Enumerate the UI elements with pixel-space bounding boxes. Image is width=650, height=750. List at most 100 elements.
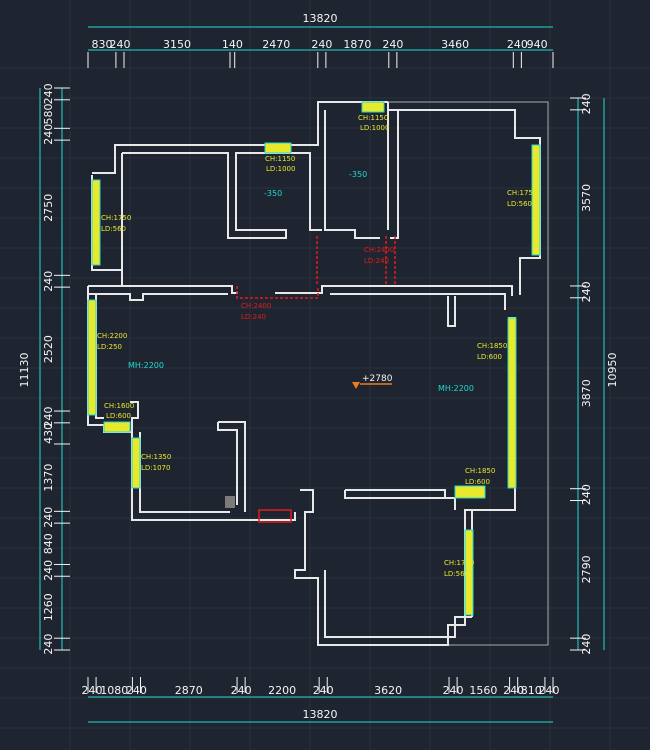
right-dim-segment-label: 240: [580, 484, 593, 505]
opening-1-ld: LD:240: [364, 257, 389, 265]
top-dim-segment-label: 240: [507, 38, 528, 51]
window-6-ld: LD:600: [477, 353, 502, 361]
window-1-ch: CH:1150: [358, 114, 388, 122]
bottom-total-dimension: 13820: [303, 708, 338, 721]
opening-1-ch: CH:2400: [364, 246, 394, 254]
window-2: [264, 142, 292, 154]
mh-label-left: MH:2200: [128, 361, 164, 370]
window-4-ch: CH:1750: [507, 189, 537, 197]
window-1: [361, 101, 385, 113]
left-dim-segment-label: 240: [42, 124, 55, 145]
top-dim-segment-label: 940: [527, 38, 548, 51]
right-dim-segment-label: 3870: [580, 379, 593, 407]
window-8: [131, 437, 141, 489]
top-dim-segment-label: 240: [311, 38, 332, 51]
bottom-dim-segment-label: 240: [231, 684, 252, 697]
room-annotations: -350 -350 MH:2200 MH:2200 +2780: [128, 170, 474, 393]
window-8-ch: CH:1350: [141, 453, 171, 461]
mh-label-right: MH:2200: [438, 384, 474, 393]
window-3-ch: CH:1750: [101, 214, 131, 222]
right-dim-segment-label: 2790: [580, 555, 593, 583]
bottom-dim-segment-label: 240: [126, 684, 147, 697]
window-3-ld: LD:560: [101, 225, 126, 233]
window-2-ld: LD:1000: [266, 165, 295, 173]
bottom-dim-segment-label: 240: [313, 684, 334, 697]
window-5-ch: CH:2200: [97, 332, 127, 340]
window-10: [464, 529, 474, 616]
bottom-dim-segment-label: 2200: [268, 684, 296, 697]
right-dim-segment-label: 3570: [580, 184, 593, 212]
left-dim-segment-label: 240: [42, 83, 55, 104]
bottom-dim-segment-label: 810: [521, 684, 542, 697]
right-dim-segment-label: 240: [580, 93, 593, 114]
window-labels: CH:1150 LD:1000 CH:1150 LD:1000 CH:1750 …: [97, 114, 537, 578]
left-dim-segment-label: 580: [42, 104, 55, 125]
bottom-dim-segment-label: 1080: [100, 684, 128, 697]
window-10-ld: LD:560: [444, 570, 469, 578]
window-7-ld: LD:600: [106, 412, 131, 420]
bottom-dim-segment-label: 1560: [469, 684, 497, 697]
right-dim-segment-label: 240: [580, 281, 593, 302]
elevation-marker-icon: [352, 382, 360, 389]
window-6-ch: CH:1850: [477, 342, 507, 350]
window-8-ld: LD:1070: [141, 464, 170, 472]
top-dim-segment-label: 830: [91, 38, 112, 51]
left-dim-segment-label: 240: [42, 271, 55, 292]
bottom-dim-segment-label: 240: [503, 684, 524, 697]
bottom-dim-segment-label: 240: [82, 684, 103, 697]
top-dim-segment-label: 3150: [163, 38, 191, 51]
left-dimensions: 11130 2405802402750240252024043013702408…: [18, 83, 70, 655]
window-2-ch: CH:1150: [265, 155, 295, 163]
bottom-dim-segment-label: 240: [538, 684, 559, 697]
window-7-ch: CH:1600: [104, 402, 134, 410]
beam-label-left: -350: [264, 189, 282, 198]
left-dim-segment-label: 240: [42, 560, 55, 581]
door-openings: CH:2400 LD:240 CH:2400 LD:240: [236, 236, 396, 523]
top-dim-segment-label: 240: [109, 38, 130, 51]
window-1-ld: LD:1000: [360, 124, 389, 132]
window-10-ch: CH:1750: [444, 559, 474, 567]
left-dim-segment-label: 240: [42, 406, 55, 427]
beam-label-right: -350: [349, 170, 367, 179]
left-dim-segment-label: 240: [42, 634, 55, 655]
column-marker: [225, 496, 235, 508]
entry-door: [258, 509, 292, 523]
left-dim-segment-label: 1370: [42, 464, 55, 492]
windows: [87, 101, 541, 616]
top-dim-segment-label: 3460: [441, 38, 469, 51]
top-dim-segment-label: 240: [382, 38, 403, 51]
left-dim-segment-label: 1260: [42, 593, 55, 621]
top-dim-segment-label: 1870: [343, 38, 371, 51]
right-dim-segment-label: 240: [580, 634, 593, 655]
opening-2-ch: CH:2400: [241, 302, 271, 310]
top-dim-segment-label: 140: [222, 38, 243, 51]
window-4: [531, 144, 541, 256]
window-5-ld: LD:250: [97, 343, 122, 351]
left-dim-segment-label: 2520: [42, 335, 55, 363]
right-dimensions: 10950 240 3570 240 3870 240 2790 240: [570, 93, 619, 655]
left-dim-segment-label: 2750: [42, 194, 55, 222]
bottom-dim-segment-label: 240: [443, 684, 464, 697]
window-5: [87, 299, 97, 416]
window-6: [507, 317, 517, 489]
right-total-dimension: 10950: [606, 353, 619, 388]
left-total-dimension: 11130: [18, 353, 31, 388]
opening-2-ld: LD:240: [241, 313, 266, 321]
bottom-dim-segment-label: 3620: [374, 684, 402, 697]
top-dim-segment-label: 2470: [262, 38, 290, 51]
left-dim-segment-label: 840: [42, 533, 55, 554]
window-9: [454, 485, 486, 499]
left-dim-segment-label: 240: [42, 507, 55, 528]
window-4-ld: LD:560: [507, 200, 532, 208]
window-7: [103, 421, 131, 433]
window-3: [91, 179, 101, 266]
window-9-ch: CH:1850: [465, 467, 495, 475]
window-9-ld: LD:600: [465, 478, 490, 486]
bottom-dim-segment-label: 2870: [175, 684, 203, 697]
elevation-label: +2780: [362, 374, 393, 384]
left-dim-segment-label: 430: [42, 423, 55, 444]
top-total-dimension: 13820: [303, 12, 338, 25]
